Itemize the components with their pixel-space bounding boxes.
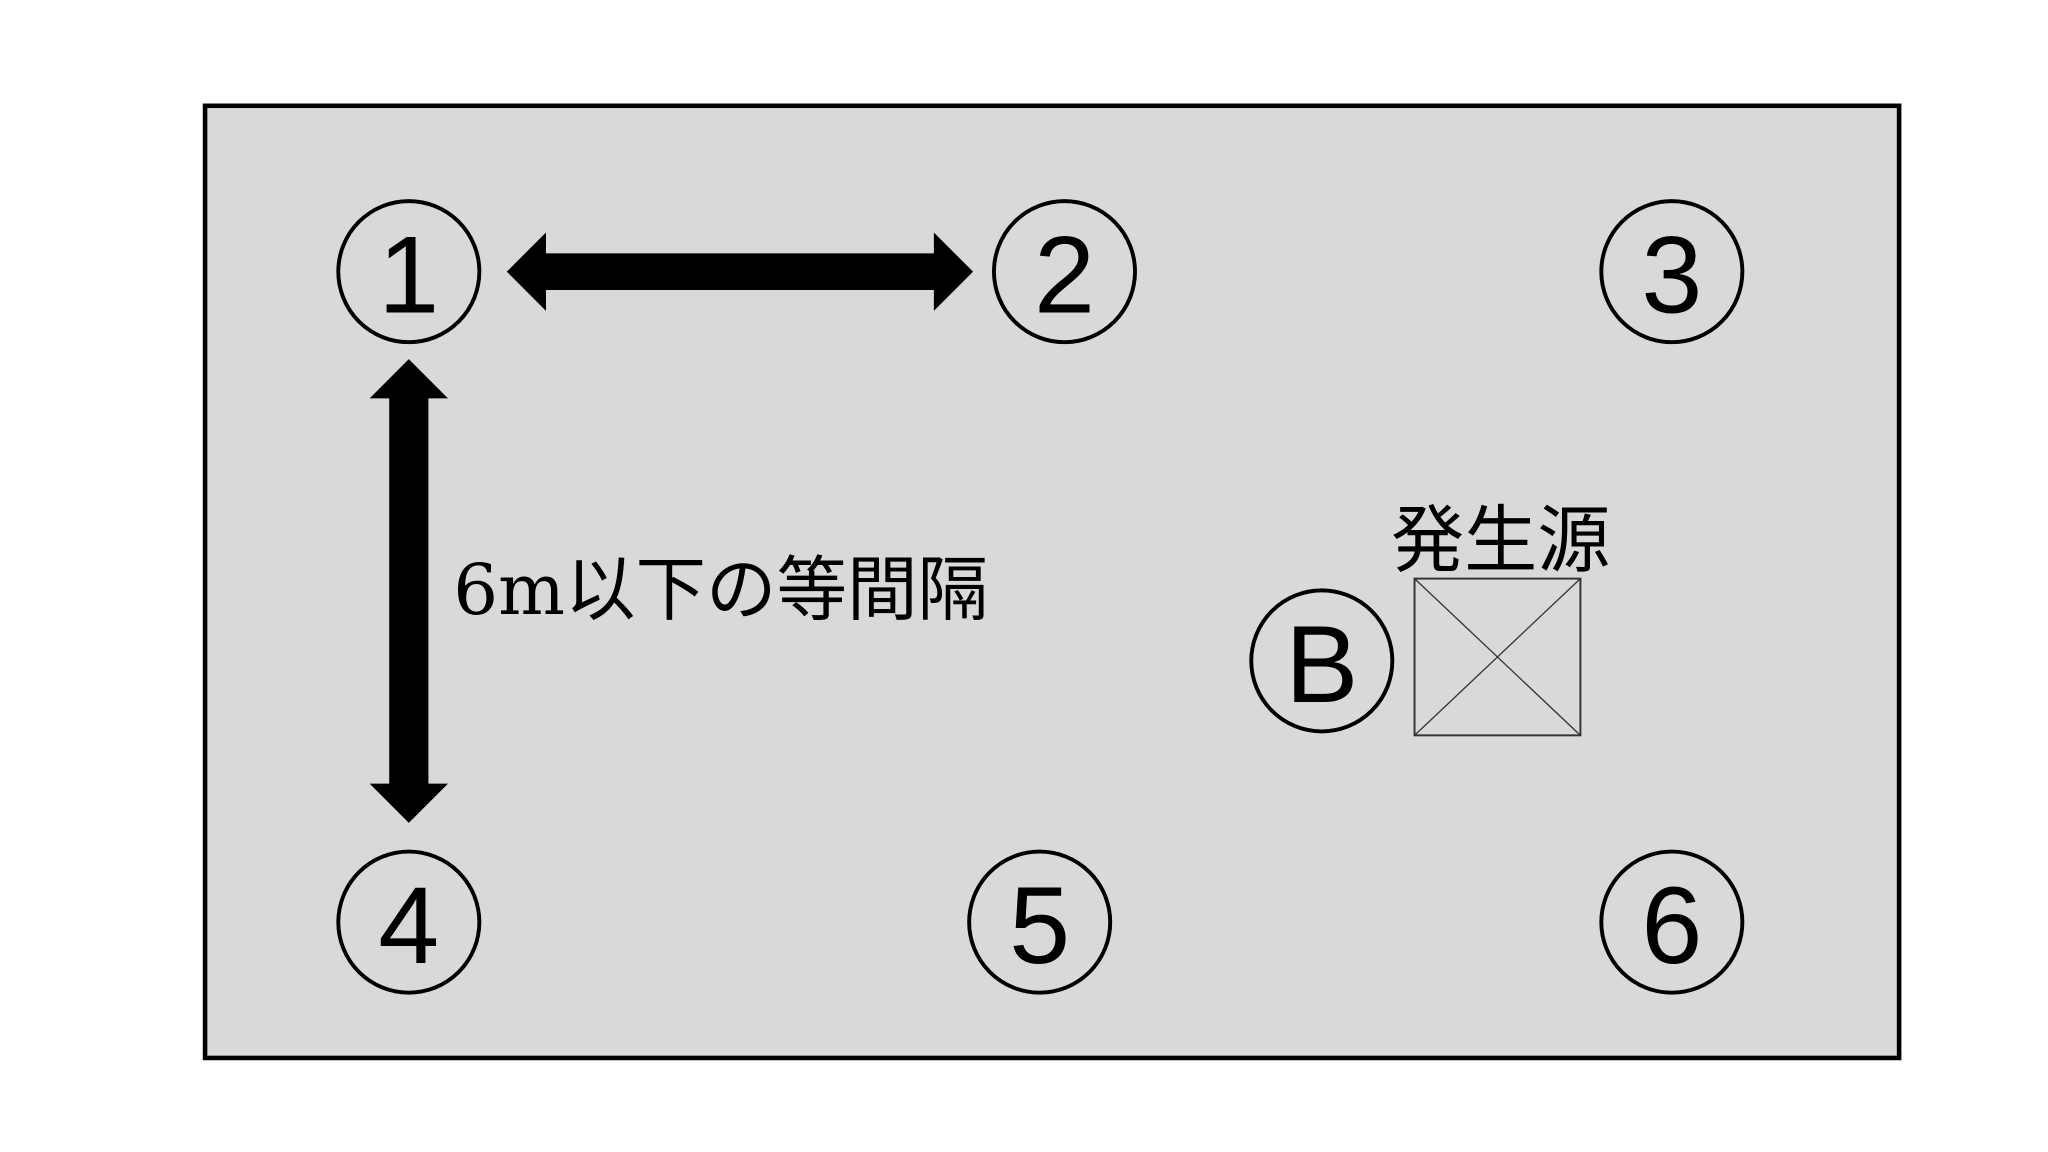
area-boundary [202,103,1902,1061]
point-2: 2 [991,199,1137,345]
source-label: 発生源 [1391,499,1610,584]
point-b-label: B [1285,604,1358,726]
source-box-icon [1413,577,1582,737]
point-6-label: 6 [1641,865,1702,987]
point-5-label: 5 [1009,865,1070,987]
point-6: 6 [1599,849,1745,995]
spacing-label: 6m以下の等間隔 [453,549,988,631]
point-4: 4 [336,849,482,995]
point-3: 3 [1599,199,1745,345]
horizontal-spacing-arrow [506,232,974,311]
point-5: 5 [967,849,1113,995]
point-1: 1 [336,199,482,345]
point-1-label: 1 [378,215,439,337]
point-2-label: 2 [1034,215,1095,337]
vertical-spacing-arrow [369,359,448,823]
point-b: B [1249,588,1395,734]
point-4-label: 4 [378,865,439,987]
point-3-label: 3 [1641,215,1702,337]
